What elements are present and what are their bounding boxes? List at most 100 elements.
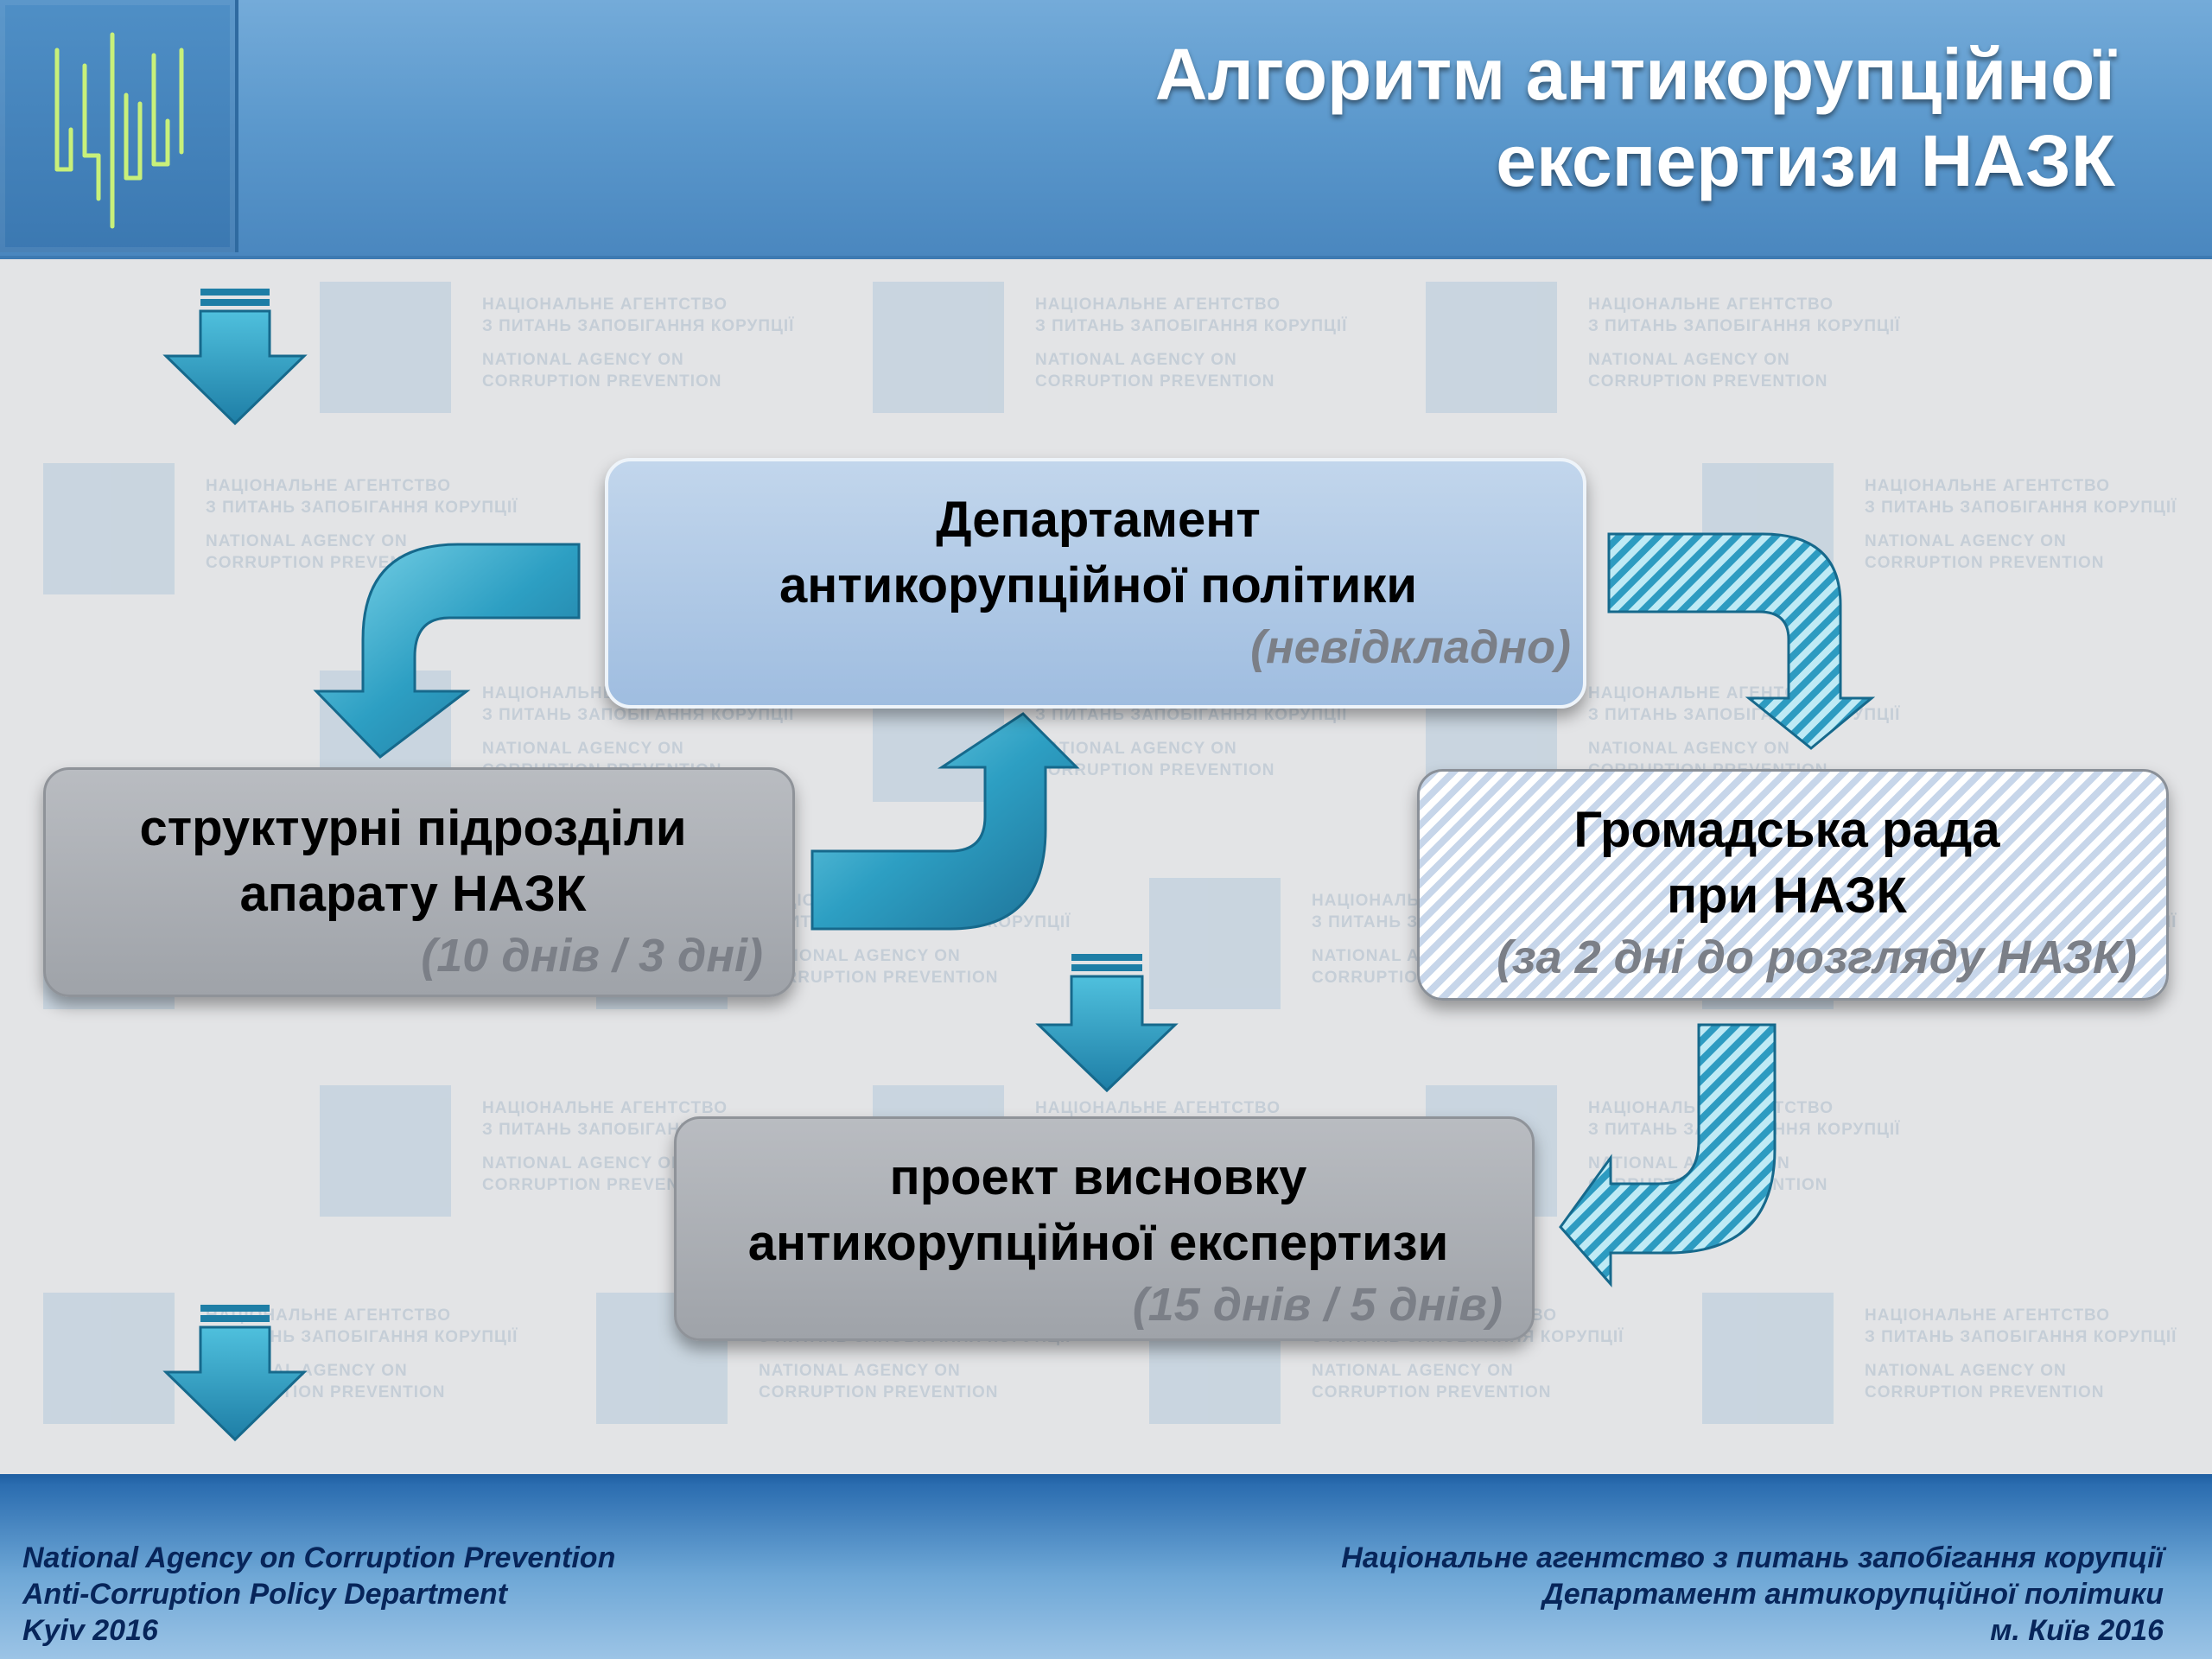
watermark-line: CORRUPTION PREVENTION [759, 969, 999, 987]
down-arrow-bottom-left-icon [162, 1305, 308, 1442]
department-line-2: антикорупційної політики [779, 557, 1418, 613]
watermark-text: НАЦІОНАЛЬНЕ АГЕНТСТВО З ПИТАНЬ ЗАПОБІГАНН… [1588, 294, 1951, 392]
watermark-line: NATIONAL AGENCY ON [1312, 1362, 1514, 1380]
public-council-deadline: (за 2 дні до розгляду НАЗК) [1497, 931, 2137, 983]
structural-units-box: структурні підрозділи апарату НАЗК (10 д… [43, 767, 795, 997]
watermark-line: З ПИТАНЬ ЗАПОБІГАННЯ КОРУПЦІЇ [1035, 317, 1348, 335]
bent-arrow-to-department-icon [810, 712, 1080, 931]
title-line-2: експертизи НАЗК [1496, 120, 2115, 201]
watermark-line: NATIONAL AGENCY ON [1588, 740, 1790, 758]
watermark-line: З ПИТАНЬ ЗАПОБІГАННЯ КОРУПЦІЇ [206, 1328, 518, 1346]
watermark-line: NATIONAL AGENCY ON [1035, 351, 1237, 369]
nazk-logo-icon [54, 32, 184, 229]
watermark-line: НАЦІОНАЛЬНЕ АГЕНТСТВО [1588, 296, 1834, 314]
structural-units-line-2: апарату НАЗК [239, 866, 587, 922]
header-bar: Алгоритм антикорупційної експертизи НАЗК [0, 0, 2212, 259]
watermark-line: NATIONAL AGENCY ON [482, 1154, 684, 1173]
down-arrow-center-icon [1035, 954, 1179, 1093]
watermark-logo-icon [320, 282, 451, 413]
watermark-text: НАЦІОНАЛЬНЕ АГЕНТСТВО З ПИТАНЬ ЗАПОБІГАНН… [206, 475, 569, 574]
watermark-line: НАЦІОНАЛЬНЕ АГЕНТСТВО [1865, 1306, 2111, 1325]
watermark-tile: НАЦІОНАЛЬНЕ АГЕНТСТВО З ПИТАНЬ ЗАПОБІГАНН… [873, 282, 1391, 420]
watermark-text: НАЦІОНАЛЬНЕ АГЕНТСТВО З ПИТАНЬ ЗАПОБІГАНН… [482, 294, 845, 392]
department-deadline: (невідкладно) [1250, 621, 1571, 673]
watermark-tile: НАЦІОНАЛЬНЕ АГЕНТСТВО З ПИТАНЬ ЗАПОБІГАНН… [1426, 282, 1944, 420]
watermark-line: НАЦІОНАЛЬНЕ АГЕНТСТВО [482, 1099, 728, 1117]
watermark-logo-icon [1702, 1293, 1834, 1424]
watermark-text: НАЦІОНАЛЬНЕ АГЕНТСТВО З ПИТАНЬ ЗАПОБІГАНН… [1035, 294, 1398, 392]
watermark-line: З ПИТАНЬ ЗАПОБІГАННЯ КОРУПЦІЇ [482, 317, 795, 335]
public-council-box: Громадська рада при НАЗК (за 2 дні до ро… [1417, 769, 2169, 1001]
hatched-arrow-to-public-council-icon [1607, 532, 1876, 750]
watermark-text: НАЦІОНАЛЬНЕ АГЕНТСТВО З ПИТАНЬ ЗАПОБІГАНН… [1865, 475, 2212, 574]
footer-ukrainian-line-2: Департамент антикорупційної політики [1542, 1578, 2164, 1611]
watermark-line: NATIONAL AGENCY ON [1035, 740, 1237, 758]
title-line-1: Алгоритм антикорупційної [1154, 34, 2115, 115]
watermark-line: НАЦІОНАЛЬНЕ АГЕНТСТВО [1035, 1099, 1281, 1117]
watermark-logo-icon [320, 1085, 451, 1217]
draft-conclusion-deadline: (15 днів / 5 днів) [1132, 1279, 1503, 1331]
down-arrow-top-left-icon [162, 289, 308, 426]
structural-units-deadline: (10 днів / 3 дні) [421, 930, 763, 982]
department-line-1: Департамент [936, 492, 1261, 548]
watermark-tile: НАЦІОНАЛЬНЕ АГЕНТСТВО З ПИТАНЬ ЗАПОБІГАНН… [320, 282, 838, 420]
watermark-line: З ПИТАНЬ ЗАПОБІГАННЯ КОРУПЦІЇ [1865, 1328, 2177, 1346]
draft-conclusion-line-2: антикорупційної експертизи [747, 1215, 1449, 1271]
watermark-line: NATIONAL AGENCY ON [1588, 351, 1790, 369]
watermark-line: CORRUPTION PREVENTION [1035, 761, 1275, 779]
watermark-line: CORRUPTION PREVENTION [1035, 372, 1275, 391]
watermark-line: З ПИТАНЬ ЗАПОБІГАННЯ КОРУПЦІЇ [482, 706, 795, 724]
watermark-text: НАЦІОНАЛЬНЕ АГЕНТСТВО З ПИТАНЬ ЗАПОБІГАНН… [1865, 1305, 2212, 1403]
draft-conclusion-box: проект висновку антикорупційної експерти… [674, 1116, 1535, 1341]
footer-english: National Agency on Corruption Prevention… [22, 1540, 615, 1649]
watermark-line: CORRUPTION PREVENTION [1865, 1383, 2105, 1402]
footer-bar: National Agency on Corruption Prevention… [0, 1474, 2212, 1659]
watermark-logo-icon [1426, 282, 1557, 413]
draft-conclusion-line-1: проект висновку [889, 1149, 1307, 1205]
department-box: Департамент антикорупційної політики (не… [605, 458, 1586, 709]
watermark-logo-icon [873, 282, 1004, 413]
watermark-tile: НАЦІОНАЛЬНЕ АГЕНТСТВО З ПИТАНЬ ЗАПОБІГАНН… [1702, 1293, 2212, 1431]
public-council-line-1: Громадська рада [1573, 802, 2000, 858]
watermark-line: CORRUPTION PREVENTION [759, 1383, 999, 1402]
watermark-line: НАЦІОНАЛЬНЕ АГЕНТСТВО [482, 296, 728, 314]
watermark-line: CORRUPTION PREVENTION [206, 554, 446, 572]
watermark-line: NATIONAL AGENCY ON [206, 532, 408, 550]
watermark-line: NATIONAL AGENCY ON [482, 351, 684, 369]
footer-ukrainian: Національне агентство з питань запобіган… [1341, 1540, 2164, 1649]
structural-units-line-1: структурні підрозділи [139, 800, 687, 856]
watermark-line: NATIONAL AGENCY ON [759, 1362, 961, 1380]
watermark-logo-icon [1149, 878, 1281, 1009]
watermark-logo-icon [43, 463, 175, 594]
footer-english-line-3: Kyiv 2016 [22, 1614, 158, 1647]
footer-english-line-1: National Agency on Corruption Prevention [22, 1541, 616, 1574]
watermark-line: CORRUPTION PREVENTION [1865, 554, 2105, 572]
watermark-line: НАЦІОНАЛЬНЕ АГЕНТСТВО [1035, 296, 1281, 314]
watermark-line: CORRUPTION PREVENTION [482, 372, 722, 391]
footer-ukrainian-line-1: Національне агентство з питань запобіган… [1341, 1541, 2164, 1574]
watermark-line: CORRUPTION PREVENTION [1312, 1383, 1552, 1402]
watermark-line: NATIONAL AGENCY ON [759, 947, 961, 965]
footer-english-line-2: Anti-Corruption Policy Department [22, 1578, 508, 1611]
watermark-line: З ПИТАНЬ ЗАПОБІГАННЯ КОРУПЦІЇ [1035, 706, 1348, 724]
watermark-line: NATIONAL AGENCY ON [1865, 532, 2067, 550]
watermark-logo-icon [43, 1293, 175, 1424]
bent-arrow-to-structural-units-icon [313, 543, 581, 759]
watermark-line: З ПИТАНЬ ЗАПОБІГАННЯ КОРУПЦІЇ [1588, 317, 1901, 335]
watermark-line: НАЦІОНАЛЬНЕ АГЕНТСТВО [206, 477, 452, 495]
watermark-line: З ПИТАНЬ ЗАПОБІГАННЯ КОРУПЦІЇ [1865, 499, 2177, 517]
watermark-line: CORRUPTION PREVENTION [482, 1176, 722, 1194]
logo-panel [0, 0, 238, 252]
public-council-line-2: при НАЗК [1667, 868, 1907, 924]
page-title: Алгоритм антикорупційної експертизи НАЗК [1155, 31, 2115, 204]
hatched-arrow-to-draft-conclusion-icon [1559, 1023, 1777, 1287]
watermark-line: NATIONAL AGENCY ON [1865, 1362, 2067, 1380]
watermark-line: НАЦІОНАЛЬНЕ АГЕНТСТВО [1865, 477, 2111, 495]
watermark-line: CORRUPTION PREVENTION [1588, 372, 1828, 391]
watermark-line: NATIONAL AGENCY ON [482, 740, 684, 758]
watermark-line: З ПИТАНЬ ЗАПОБІГАННЯ КОРУПЦІЇ [206, 499, 518, 517]
footer-ukrainian-line-3: м. Київ 2016 [1990, 1614, 2164, 1647]
watermark-tile: НАЦІОНАЛЬНЕ АГЕНТСТВО З ПИТАНЬ ЗАПОБІГАНН… [43, 463, 562, 601]
